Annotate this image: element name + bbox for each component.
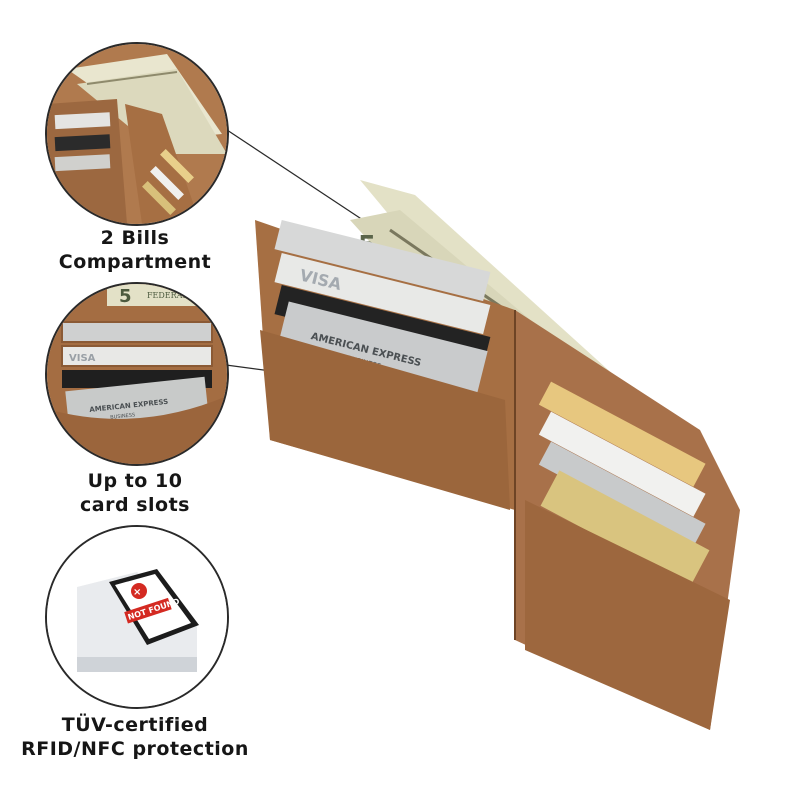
bill-denomination: 5 [119,286,132,307]
svg-text:×: × [133,587,141,598]
visa-text: VISA [69,353,96,364]
bill-header: FEDERAL [147,291,188,300]
card-slots-label-line-1: Up to 10 [87,470,183,492]
wallet-illustration: 5 VISA AMERICAN EXPRESS BUSINESS [255,180,740,730]
connector-line-bills [223,127,373,227]
rfid-label-line-2: RFID/NFC protection [21,738,249,760]
card-slots-label-line-2: card slots [80,494,190,516]
rfid-protection-callout: × NOT FOUND [45,525,229,709]
bills-label-line-2: Compartment [58,251,212,273]
card-reader-illustration: × NOT FOUND [47,527,227,707]
bills-label-line-1: 2 Bills [100,227,170,249]
wallet-right-pocket [525,500,730,730]
card-slots-callout: 5 FEDERAL VISA AMERICAN EXPRESS BUSINESS [45,282,229,466]
bills-compartment-label: 2 Bills Compartment [30,226,240,274]
bills-compartment-callout [45,42,229,226]
card-slots-label: Up to 10 card slots [30,469,240,517]
rfid-protection-label: TÜV-certified RFID/NFC protection [0,713,270,761]
wallet-front-pocket [260,330,510,510]
bills-closeup-illustration [47,44,227,224]
alert-icon [131,583,147,599]
card-brand-sub: BUSINESS [110,412,135,421]
card-slots-closeup-illustration: 5 FEDERAL VISA AMERICAN EXPRESS BUSINESS [47,284,227,464]
rfid-label-line-1: TÜV-certified [61,714,209,736]
